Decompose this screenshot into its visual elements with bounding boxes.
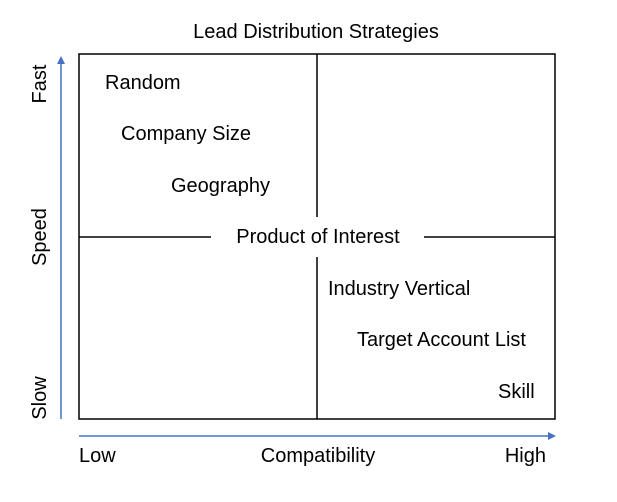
strategy-company-size: Company Size	[121, 123, 251, 145]
strategy-geography: Geography	[171, 175, 270, 197]
y-axis-bottom-label: Slow	[29, 376, 51, 420]
x-axis-right-label: High	[505, 445, 546, 467]
y-axis-label: Speed	[29, 208, 51, 266]
x-axis-label: Compatibility	[261, 445, 375, 467]
strategy-random: Random	[105, 72, 181, 94]
x-axis-left-label: Low	[79, 445, 116, 467]
diagram-title: Lead Distribution Strategies	[193, 21, 439, 43]
strategy-industry-vertical: Industry Vertical	[328, 278, 470, 300]
strategy-target-account-list: Target Account List	[357, 329, 526, 351]
y-axis-top-label: Fast	[29, 64, 51, 103]
strategy-skill: Skill	[498, 381, 535, 403]
strategy-product-of-interest: Product of Interest	[236, 226, 400, 248]
